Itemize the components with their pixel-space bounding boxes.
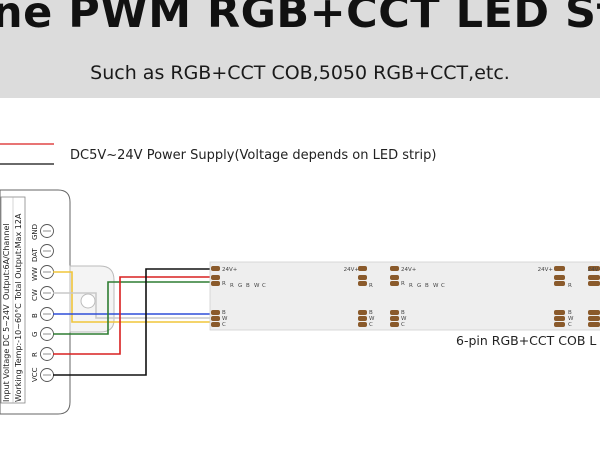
- terminal-screws: [40, 224, 54, 382]
- led-strip-caption: 6-pin RGB+CCT COB L: [456, 333, 597, 348]
- pad-label-seg3-bottom-c: C: [568, 322, 572, 328]
- connector-hole: [80, 293, 96, 309]
- terminal-label-gnd: GND: [31, 224, 39, 240]
- terminal-label-cw: CW: [31, 289, 39, 301]
- page-subtitle: Such as RGB+CCT COB,5050 RGB+CCT,etc.: [90, 62, 510, 84]
- pad-label-seg2-bottom-b: B: [369, 310, 373, 316]
- pad-label-seg2-24v-b: 24V+: [401, 267, 417, 273]
- pad-label-r: R: [222, 281, 226, 287]
- pad-label-r2: R: [230, 283, 234, 289]
- pad-label-seg3-24v: 24V+: [538, 267, 554, 273]
- wire-g: [53, 281, 219, 335]
- pad-label-seg3-bottom-w: W: [568, 316, 574, 322]
- pad-label-b: B: [246, 283, 250, 289]
- pad-label-seg2-w: W: [433, 283, 439, 289]
- pad-label-seg2-c: C: [441, 283, 445, 289]
- led-strip: [209, 261, 600, 331]
- wire-cw: [53, 292, 219, 319]
- terminal-label-vcc: VCC: [31, 367, 39, 382]
- pad-label-g: G: [238, 283, 242, 289]
- pad-label-bottom-b: B: [222, 310, 226, 316]
- power-supply-label: DC5V~24V Power Supply(Voltage depends on…: [70, 148, 437, 163]
- pad-label-seg2-bottom-w: W: [369, 316, 375, 322]
- pad-group-1: [211, 266, 220, 327]
- wire-r: [53, 276, 219, 355]
- pad-label-seg2-r2: R: [401, 281, 405, 287]
- pad-label-seg2-bottom-c2: C: [401, 322, 405, 328]
- pad-label-24v: 24V+: [222, 267, 238, 273]
- header-banner: ne PWM RGB+CCT LED Str Such as RGB+CCT C…: [0, 0, 600, 98]
- pad-label-seg2-bottom-w2: W: [401, 316, 407, 322]
- terminal-label-r: R: [31, 352, 39, 357]
- spec-total-output: Total Output:Max 12A: [14, 213, 23, 301]
- terminal-label-ww: WW: [31, 267, 39, 281]
- pad-label-seg2-24v: 24V+: [344, 267, 360, 273]
- pad-label-seg2-bottom-c: C: [369, 322, 373, 328]
- pad-label-seg3-24v-b: 24V+: [588, 267, 600, 273]
- pad-group-3: [554, 266, 600, 327]
- pad-label-w: W: [254, 283, 260, 289]
- wire-vcc: [53, 268, 219, 376]
- pad-label-seg3-bottom-b: B: [568, 310, 572, 316]
- terminal-label-dat: DAT: [31, 247, 39, 262]
- terminal-label-g: G: [31, 332, 39, 337]
- terminal-label-b: B: [31, 313, 39, 318]
- page-title: ne PWM RGB+CCT LED Str: [0, 0, 600, 38]
- pad-label-seg2-bottom-b2: B: [401, 310, 405, 316]
- spec-input-voltage: Input Voltage DC 5~24V: [2, 304, 11, 402]
- pad-label-seg2-r: R: [369, 283, 373, 289]
- pad-label-c: C: [262, 283, 266, 289]
- spec-working-temp: Working Temp:-10~60°C: [14, 303, 23, 402]
- pad-label-seg2-r3: R: [409, 283, 413, 289]
- spec-output-per-channel: Output:6A/Channel: [2, 223, 11, 300]
- pad-label-seg3-r: R: [568, 283, 572, 289]
- pad-group-2: [358, 266, 399, 327]
- pad-label-bottom-c: C: [222, 322, 226, 328]
- pad-label-seg2-b: B: [425, 283, 429, 289]
- pad-label-bottom-w: W: [222, 316, 228, 322]
- pad-label-seg2-g: G: [417, 283, 421, 289]
